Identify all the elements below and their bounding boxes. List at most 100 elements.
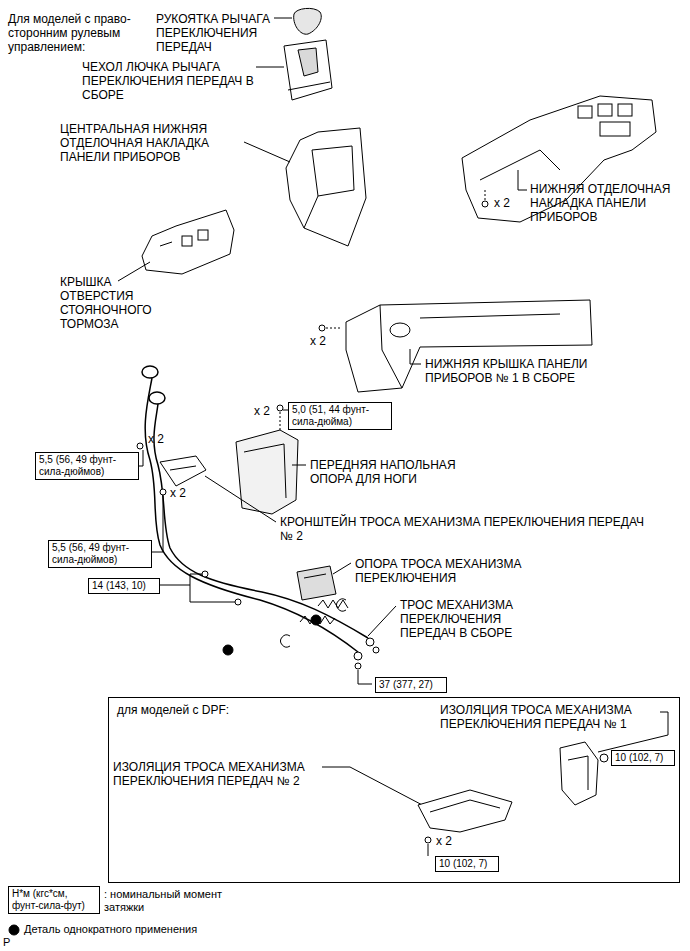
part-name: ИЗОЛЯЦИЯ ТРОСА МЕХАНИЗМА ПЕРЕКЛЮЧЕНИЯ ПЕ… bbox=[113, 760, 328, 788]
torque-value: 37 (377, 27) bbox=[379, 679, 443, 691]
part-name: КРЫШКА ОТВЕРСТИЯ СТОЯНОЧНОГО ТОРМОЗА bbox=[60, 275, 165, 331]
torque-value: 10 (102, 7) bbox=[615, 752, 671, 764]
clips bbox=[337, 599, 346, 611]
footrest bbox=[244, 444, 286, 498]
part-name: ТРОС МЕХАНИЗМА ПЕРЕКЛЮЧЕНИЯ ПЕРЕДАЧ В СБ… bbox=[400, 598, 550, 640]
leader-lines bbox=[292, 465, 306, 466]
part-name: ИЗОЛЯЦИЯ ТРОСА МЕХАНИЗМА ПЕРЕКЛЮЧЕНИЯ ПЕ… bbox=[440, 703, 655, 731]
single-use-mark bbox=[223, 645, 233, 655]
leader-lines bbox=[518, 170, 527, 190]
quantity: x 2 bbox=[310, 334, 326, 348]
part-name: КРОНШТЕЙН ТРОСА МЕХАНИЗМА ПЕРЕКЛЮЧЕНИЯ П… bbox=[280, 515, 645, 543]
part-name: ПЕРЕДНЯЯ НАПОЛЬНАЯ ОПОРА ДЛЯ НОГИ bbox=[310, 458, 485, 486]
bolt bbox=[482, 190, 488, 207]
insulation-1 bbox=[568, 756, 588, 790]
cable-ends bbox=[354, 652, 362, 660]
insulation-2 bbox=[418, 790, 512, 843]
insulation-2 bbox=[418, 790, 512, 832]
leader-lines bbox=[368, 606, 396, 636]
bolt bbox=[319, 325, 325, 331]
shift-knob bbox=[294, 8, 322, 34]
shift-boot bbox=[298, 48, 318, 76]
nut bbox=[277, 405, 283, 411]
screws bbox=[202, 571, 208, 577]
bolt bbox=[319, 325, 342, 331]
single-use-mark bbox=[311, 615, 321, 625]
leader-lines bbox=[152, 496, 163, 552]
cable-springs bbox=[318, 600, 348, 608]
part-name: ОПОРА ТРОСА МЕХАНИЗМА ПЕРЕКЛЮЧЕНИЯ bbox=[355, 557, 570, 585]
center-lower-trim bbox=[312, 146, 354, 196]
quantity: x 2 bbox=[148, 432, 164, 446]
shift-knob bbox=[294, 8, 322, 34]
lower-trim bbox=[618, 104, 632, 116]
lower-trim bbox=[480, 150, 560, 180]
parking-brake-cover bbox=[142, 210, 234, 274]
leader-lines bbox=[358, 670, 372, 684]
clips bbox=[281, 599, 346, 647]
lower-trim bbox=[600, 122, 630, 136]
legend-text: : номинальный момент затяжки bbox=[104, 888, 224, 914]
single-use-mark bbox=[223, 615, 321, 655]
cable-springs bbox=[300, 600, 348, 624]
bolt bbox=[482, 201, 488, 207]
torque-value: 14 (143, 10) bbox=[92, 580, 156, 592]
torque-box: 10 (102, 7) bbox=[435, 856, 499, 872]
cable-bracket-2 bbox=[160, 456, 206, 486]
shift-boot bbox=[284, 40, 332, 100]
leader-lines bbox=[205, 476, 276, 522]
cable-support bbox=[297, 566, 336, 600]
torque-value: 5,5 (56, 49 фунт-сила-дюймов) bbox=[39, 454, 135, 478]
part-name: РУКОЯТКА РЫЧАГА ПЕРЕКЛЮЧЕНИЯ ПЕРЕДАЧ bbox=[156, 12, 288, 54]
cable-support bbox=[297, 566, 336, 600]
page-mark: P bbox=[3, 936, 10, 949]
cable-ends bbox=[373, 647, 379, 653]
leader-lines bbox=[160, 574, 235, 602]
cable-support bbox=[304, 574, 326, 578]
lower-trim bbox=[598, 104, 612, 116]
parking-brake-cover bbox=[160, 242, 172, 246]
torque-box: 5,5 (56, 49 фунт-сила-дюймов) bbox=[35, 452, 139, 480]
clips bbox=[281, 635, 290, 647]
legend-dot bbox=[9, 925, 19, 935]
nut bbox=[280, 412, 281, 432]
torque-box: 37 (377, 27) bbox=[375, 677, 447, 693]
shift-boot bbox=[284, 40, 332, 100]
leader-lines bbox=[139, 450, 143, 466]
leader-lines bbox=[333, 563, 351, 574]
leader-lines bbox=[274, 18, 292, 19]
quantity: x 2 bbox=[170, 486, 186, 500]
leader-lines bbox=[256, 67, 284, 68]
leader-lines bbox=[118, 262, 150, 281]
bolt bbox=[326, 328, 342, 329]
leader-lines bbox=[428, 844, 429, 856]
part-name: ЧЕХОЛ ЛЮЧКА РЫЧАГА ПЕРЕКЛЮЧЕНИЯ ПЕРЕДАЧ … bbox=[82, 60, 254, 102]
leader-lines bbox=[410, 349, 421, 364]
parking-brake-cover bbox=[142, 210, 234, 274]
legend-text: Деталь однократного применения bbox=[24, 923, 197, 936]
torque-box: 10 (102, 7) bbox=[611, 750, 675, 766]
screws bbox=[137, 443, 143, 449]
parking-brake-cover bbox=[198, 230, 208, 240]
part-name: НИЖНЯЯ ОТДЕЛОЧНАЯ НАКЛАДКА ПАНЕЛИ ПРИБОР… bbox=[530, 182, 682, 224]
torque-value: 10 (102, 7) bbox=[439, 858, 495, 870]
parking-brake-cover bbox=[182, 236, 192, 246]
screws bbox=[235, 599, 241, 605]
cable-bracket-2 bbox=[170, 466, 196, 470]
cable-ends bbox=[355, 663, 361, 669]
insulation-2 bbox=[425, 837, 431, 843]
cable-bracket-2 bbox=[160, 456, 206, 486]
nut bbox=[277, 405, 283, 432]
leader-lines bbox=[322, 767, 428, 808]
footrest bbox=[236, 430, 298, 514]
lower-cover-1 bbox=[420, 314, 560, 318]
bolt bbox=[485, 190, 486, 200]
insulation-1 bbox=[600, 754, 608, 762]
screws bbox=[160, 489, 166, 495]
footrest bbox=[236, 430, 298, 514]
quantity: x 2 bbox=[254, 404, 270, 418]
center-lower-trim bbox=[286, 128, 366, 246]
torque-box: 14 (143, 10) bbox=[88, 578, 160, 594]
insulation-1 bbox=[560, 742, 608, 805]
torque-value: 5,0 (51, 44 фунт-сила-дюйма) bbox=[292, 404, 388, 428]
